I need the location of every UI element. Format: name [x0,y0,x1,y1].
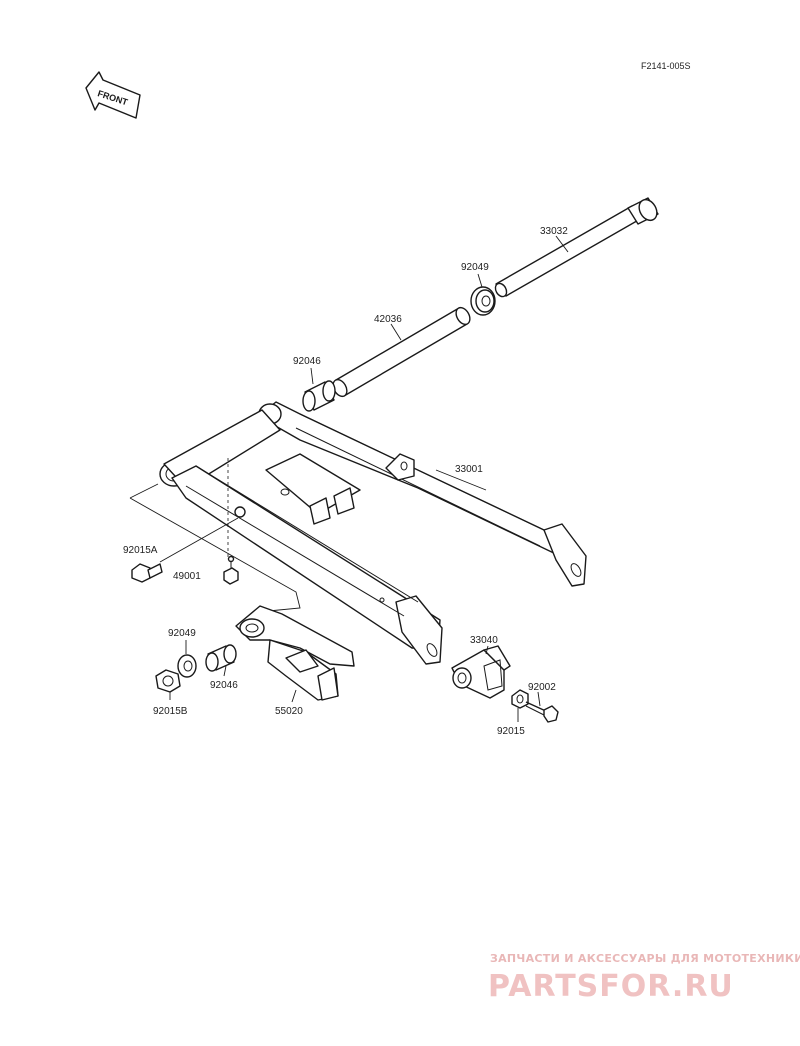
diagram-code: F2141-005S [641,61,691,71]
bolt-92002 [525,701,559,723]
label-92046-upper: 92046 [293,356,321,367]
label-92049-lower: 92049 [168,628,196,639]
nut-92015B [155,669,181,693]
label-92015: 92015 [497,726,525,737]
front-arrow-icon: FRONT [85,71,141,119]
watermark-brand: PARTSFOR.RU [488,969,734,1004]
seal-92049-lower [177,654,197,678]
label-92015A: 92015A [123,545,158,556]
chain-guide-55020 [235,605,355,701]
nut-92015 [511,689,529,709]
label-92049-upper: 92049 [461,262,489,273]
grease-fitting-49001 [223,555,239,585]
bearing-92046-upper [302,380,336,412]
bolt-92015A [131,563,163,583]
bearing-92046-lower [205,644,237,672]
label-42036: 42036 [374,314,402,325]
swingarm-33001 [159,401,587,665]
pivot-shaft-33032 [494,197,659,298]
label-92015B: 92015B [153,706,188,717]
chain-adjuster-33040 [451,645,511,699]
watermark-tagline: ЗАПЧАСТИ И АКСЕССУАРЫ ДЛЯ МОТОТЕХНИКИ [490,952,800,965]
label-55020: 55020 [275,706,303,717]
label-33032: 33032 [540,226,568,237]
label-92002: 92002 [528,682,556,693]
label-33001: 33001 [455,464,483,475]
label-33040: 33040 [470,635,498,646]
label-92046-lower: 92046 [210,680,238,691]
label-49001: 49001 [173,571,201,582]
sleeve-42036 [332,306,471,398]
seal-92049-upper [470,286,496,316]
